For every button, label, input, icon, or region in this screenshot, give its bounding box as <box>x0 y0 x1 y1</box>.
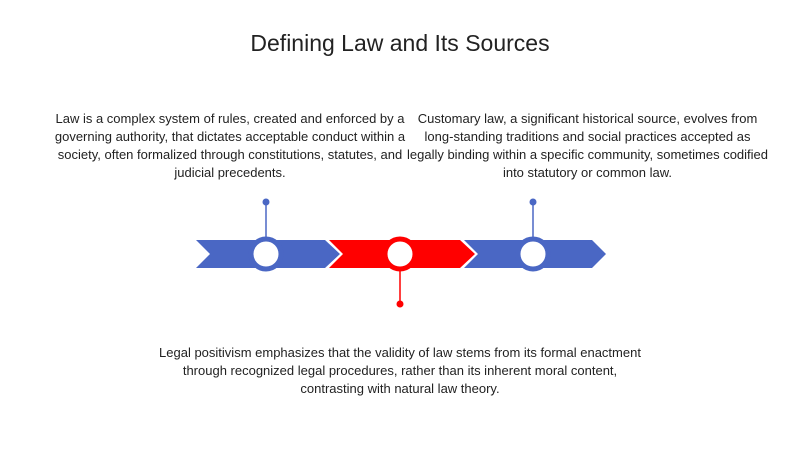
connector-dot-positivism <box>396 300 404 308</box>
milestone-marker-customary <box>515 236 551 272</box>
slide-title: Defining Law and Its Sources <box>250 30 550 56</box>
connector-dot-definition <box>262 198 270 206</box>
milestone-marker-positivism <box>382 236 418 272</box>
event-text-positivism: Legal positivism emphasizes that the val… <box>159 345 641 396</box>
event-text-definition: Law is a complex system of rules, create… <box>54 111 406 180</box>
connector-dot-customary <box>529 198 537 206</box>
milestone-marker-definition <box>248 236 284 272</box>
event-text-customary: Customary law, a significant historical … <box>406 111 769 180</box>
